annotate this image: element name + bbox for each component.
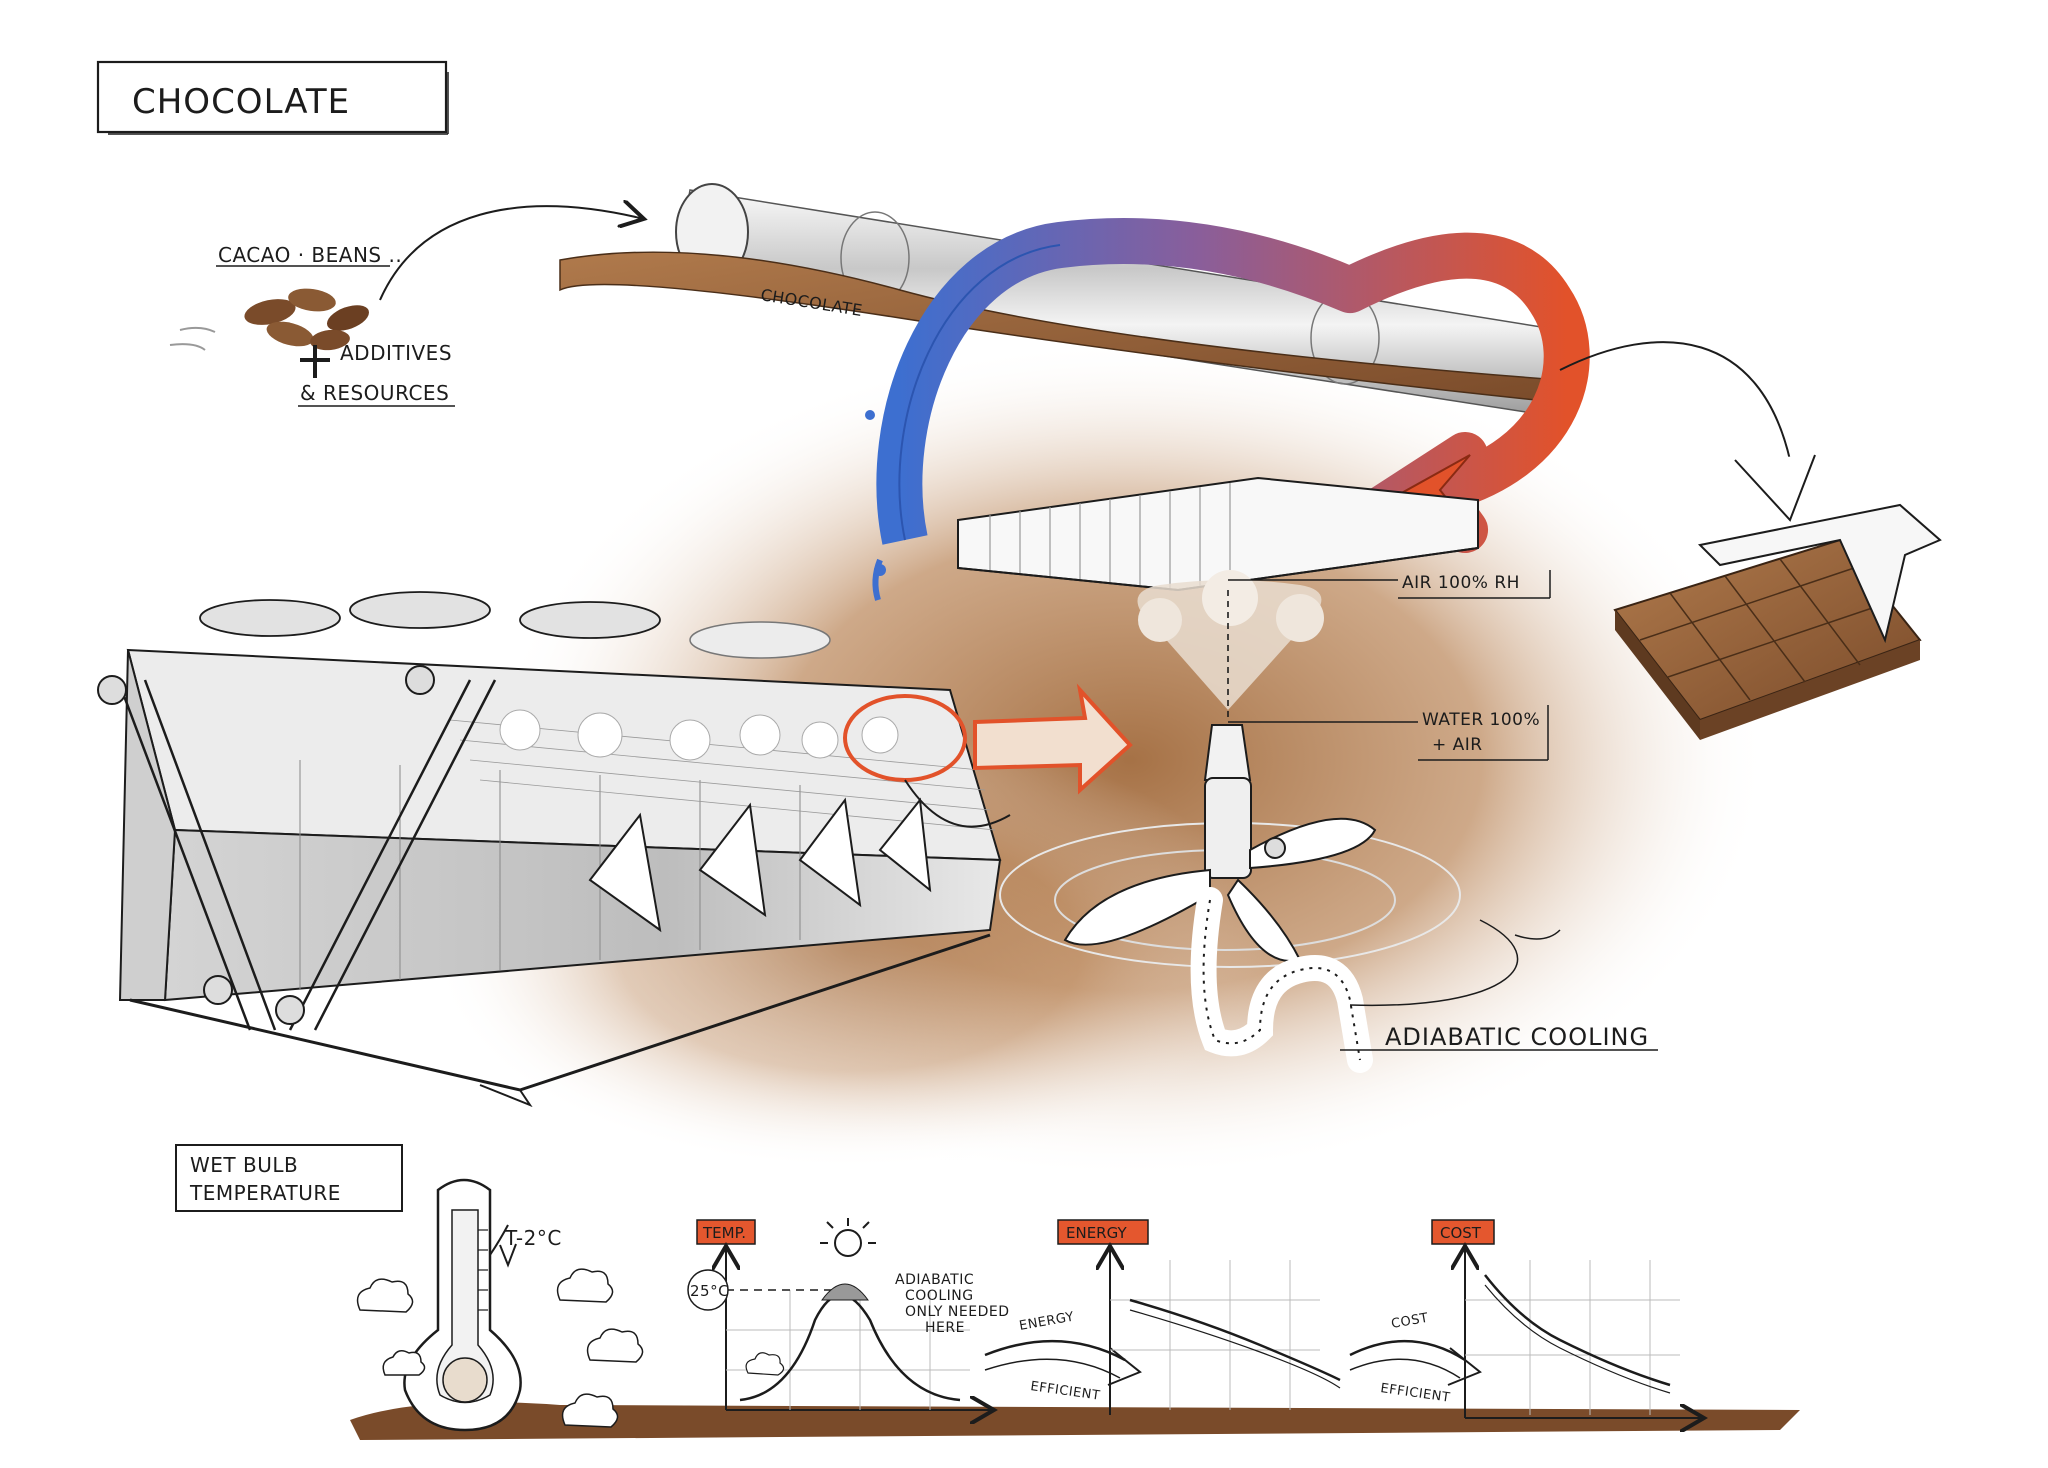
air-callout-label: AIR 100% RH bbox=[1402, 573, 1520, 593]
water-callout-line2: + AIR bbox=[1432, 735, 1483, 755]
temp-note-3: ONLY NEEDED bbox=[905, 1304, 1010, 1320]
input-arrow bbox=[379, 206, 640, 301]
temp-note-2: COOLING bbox=[905, 1288, 974, 1304]
wet-bulb-line1: WET BULB bbox=[190, 1153, 298, 1177]
ingredients-group: CACAO · BEANS .. ADDITIVES & RESOURCES bbox=[169, 206, 640, 407]
cost-tag-label: COST bbox=[1440, 1224, 1482, 1242]
title-box: CHOCOLATE bbox=[96, 60, 449, 135]
chocolate-bar-illustration bbox=[1613, 503, 1942, 740]
temp-marker-label: 25°C bbox=[690, 1282, 729, 1300]
wet-bulb-line2: TEMPERATURE bbox=[189, 1181, 341, 1205]
energy-tag-label: ENERGY bbox=[1066, 1224, 1127, 1242]
energy-arrow-top: ENERGY bbox=[1018, 1310, 1075, 1334]
output-arrow bbox=[1559, 341, 1791, 461]
process-label: ADIABATIC COOLING bbox=[1385, 1023, 1649, 1051]
additives-label: ADDITIVES bbox=[340, 341, 452, 365]
cloud-icons bbox=[356, 1268, 644, 1428]
energy-arrow-bottom: EFFICIENT bbox=[1029, 1379, 1101, 1404]
energy-tag bbox=[1057, 1219, 1149, 1245]
cost-tag bbox=[1431, 1219, 1495, 1245]
air-callout: AIR 100% RH bbox=[1228, 570, 1551, 599]
thermometer-icon bbox=[403, 1178, 522, 1432]
zoom-arrow bbox=[973, 683, 1133, 795]
heat-exchanger-tray bbox=[957, 476, 1479, 592]
cacao-beans-illustration bbox=[169, 288, 370, 351]
nozzle-fan-assembly bbox=[999, 724, 1561, 1073]
dry-cooler-unit bbox=[97, 591, 1011, 1108]
energy-graph: ENERGY bbox=[1057, 1219, 1341, 1415]
cost-arrow-bottom: EFFICIENT bbox=[1379, 1381, 1451, 1406]
resources-label: & RESOURCES bbox=[300, 381, 449, 405]
mist-spray bbox=[1137, 570, 1324, 720]
temp-graph: TEMP. 25°C ADIABATIC COOLING ONLY NEEDED… bbox=[687, 1218, 1010, 1410]
temp-note-1: ADIABATIC bbox=[895, 1272, 974, 1288]
cost-arrow-top: COST bbox=[1390, 1311, 1430, 1332]
wet-bulb-delta: T-2°C bbox=[504, 1226, 562, 1250]
page-title: CHOCOLATE bbox=[132, 82, 350, 122]
wet-bulb-section: WET BULB TEMPERATURE T-2°C bbox=[175, 1144, 1800, 1440]
temp-note-4: HERE bbox=[925, 1320, 965, 1336]
water-callout: WATER 100% + AIR bbox=[1228, 705, 1549, 761]
water-callout-line1: WATER 100% bbox=[1422, 710, 1540, 730]
energy-efficiency-arrow: ENERGY EFFICIENT bbox=[984, 1310, 1142, 1404]
beans-label: CACAO · BEANS .. bbox=[218, 243, 402, 267]
temp-tag-label: TEMP. bbox=[702, 1224, 746, 1242]
chocolate-pipe: CHOCOLATE bbox=[559, 183, 1561, 416]
cost-efficiency-arrow: COST EFFICIENT bbox=[1349, 1311, 1482, 1406]
sun-icon bbox=[820, 1218, 876, 1257]
cost-graph: COST bbox=[1431, 1219, 1700, 1418]
